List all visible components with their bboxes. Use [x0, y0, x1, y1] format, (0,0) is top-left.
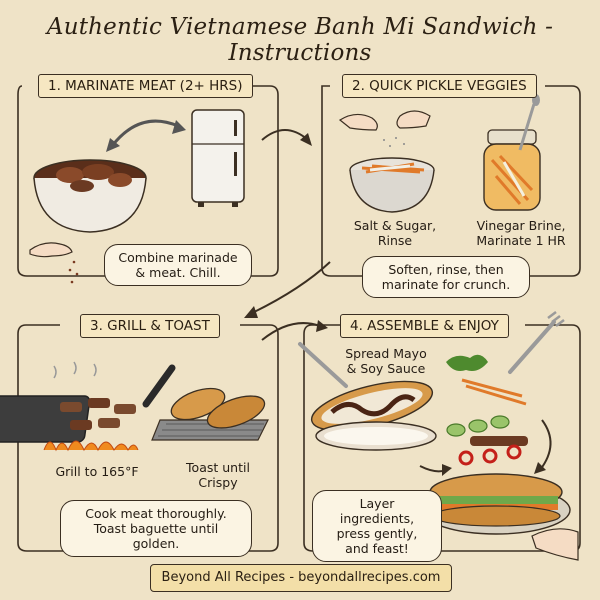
baguette-spread-icon: [310, 380, 437, 451]
step-3-note-line-1: Cook meat thoroughly.: [85, 506, 227, 521]
step-2-caption-salt-sugar: Salt & Sugar, Rinse: [345, 218, 445, 248]
step-2-header: 2. QUICK PICKLE VEGGIES: [342, 74, 537, 98]
step-2-note-line-2: marinate for crunch.: [381, 277, 511, 292]
panel-frame-1: [17, 85, 279, 277]
refrigerator-icon: [191, 109, 245, 207]
baguette-toast-icon: [151, 387, 269, 441]
page-title: Authentic Vietnamese Banh Mi Sandwich - …: [46, 14, 554, 66]
step-2-caption-1-line-2: Rinse: [377, 233, 413, 248]
step-3-caption-2-line-1: Toast until: [186, 460, 250, 475]
pickle-jar-icon: [483, 94, 541, 211]
step-2-note-line-1: Soften, rinse, then: [388, 262, 504, 277]
step-4-header: 4. ASSEMBLE & ENJOY: [340, 314, 509, 338]
step-3-note: Cook meat thoroughly. Toast baguette unt…: [60, 500, 252, 557]
footer-banner: Beyond All Recipes - beyondallrecipes.co…: [150, 564, 452, 592]
step-1-note-line-2: & meat. Chill.: [135, 265, 221, 280]
fork-icon: [508, 311, 565, 374]
meat-bowl-icon: [33, 159, 147, 233]
step-1-note-line-1: Combine marinade: [118, 250, 238, 265]
grill-pan-icon: [0, 361, 176, 452]
step-4-caption-1-line-2: & Soy Sauce: [346, 361, 426, 376]
panel-frame-2: [321, 85, 581, 277]
step-3-caption-grill: Grill to 165°F: [42, 464, 152, 479]
banh-mi-plate-icon: [421, 473, 579, 561]
hands-sprinkle-icon: [338, 110, 431, 147]
step-2-caption-2-line-2: Marinate 1 HR: [476, 233, 566, 248]
step-3-caption-1-line-1: Grill to 165°F: [55, 464, 139, 479]
step-4-caption-1-line-1: Spread Mayo: [345, 346, 427, 361]
step-1-header: 1. MARINATE MEAT (2+ HRS): [38, 74, 253, 98]
arrow-step1-to-step2-head: [300, 133, 312, 146]
step-1-note: Combine marinade & meat. Chill.: [104, 244, 252, 286]
pinch-seasoning-icon: [29, 242, 79, 284]
step-2-caption-2-line-1: Vinegar Brine,: [476, 218, 566, 233]
arrow-step2-to-step3: [249, 261, 331, 315]
arrow-step1-to-step2: [261, 129, 309, 141]
step-2-note: Soften, rinse, then marinate for crunch.: [362, 256, 530, 298]
arrow-step3-to-step4: [261, 322, 321, 341]
step-3-note-line-2: Toast baguette until golden.: [93, 521, 219, 551]
step-3-caption-2-line-2: Crispy: [198, 475, 238, 490]
step-2-caption-1-line-1: Salt & Sugar,: [353, 218, 437, 233]
veggie-bowl-icon: [349, 157, 435, 213]
ingredients-stack-icon: [446, 354, 528, 466]
assembly-arrow: [539, 419, 552, 471]
step-4-note-line-2: press gently,: [336, 526, 418, 541]
step-4-note: Layer ingredients, press gently, and fea…: [312, 490, 442, 562]
step-4-note-line-3: and feast!: [345, 541, 409, 556]
step-3-header: 3. GRILL & TOAST: [80, 314, 220, 338]
step-2-caption-vinegar-brine: Vinegar Brine, Marinate 1 HR: [466, 218, 576, 248]
fridge-arrow: [110, 119, 179, 147]
step-3-caption-toast: Toast until Crispy: [178, 460, 258, 490]
arrow-step2-to-step3-head: [244, 306, 258, 318]
step-4-note-line-1: Layer ingredients,: [339, 496, 415, 526]
panel-frame-4: [303, 324, 581, 552]
arrow-step3-to-step4-head: [316, 320, 328, 332]
knife-icon: [298, 342, 348, 388]
step-4-caption-spread: Spread Mayo & Soy Sauce: [336, 346, 436, 376]
